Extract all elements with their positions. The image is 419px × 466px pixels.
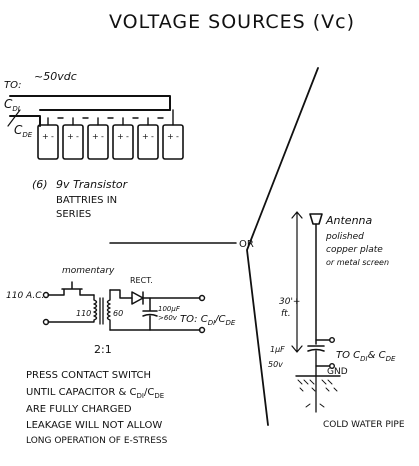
divider-line — [246, 67, 319, 426]
instruction-line-2: UNTIL CAPACITOR & CDI/CDE — [26, 387, 164, 400]
output-to-label: TO: CDI/CDE — [180, 314, 236, 327]
battery-cell-3: +- — [87, 124, 109, 160]
battery-desc-line3: SERIES — [56, 209, 91, 220]
svg-text:+: + — [167, 132, 174, 141]
antenna-plate-icon — [309, 213, 323, 225]
cap-value-label: 100µF — [158, 305, 181, 313]
antenna-label: Antenna — [325, 214, 373, 227]
secondary-top-wire — [109, 289, 133, 299]
or-label: OR — [239, 239, 254, 250]
plate-desc-line2: copper plate — [326, 245, 383, 255]
battery-connectors — [47, 109, 174, 126]
svg-text:+: + — [142, 132, 149, 141]
antenna-to-label: TO CDI& CDE — [336, 350, 396, 363]
antenna-cap-value: 1µF — [270, 345, 285, 354]
battery-target-bottom: CDE — [14, 123, 33, 139]
switch-label: momentary — [62, 266, 115, 276]
battery-cell-5: +- — [137, 124, 159, 160]
svg-text:-: - — [126, 132, 129, 141]
rectifier-diode-icon — [131, 291, 201, 305]
instruction-line-1: PRESS CONTACT SWITCH — [26, 370, 151, 381]
ground-line — [295, 365, 341, 377]
svg-text:-: - — [151, 132, 154, 141]
cap-voltage-label: >60v — [158, 314, 178, 322]
primary-label: 110 — [76, 309, 91, 318]
battery-cell-1: +- — [37, 124, 59, 160]
output-terminal-top — [198, 294, 206, 302]
battery-target-top: CDI — [4, 97, 20, 113]
svg-text:+: + — [42, 132, 49, 141]
height-label-2: ft. — [281, 309, 291, 319]
momentary-switch-icon — [47, 281, 95, 296]
svg-text:-: - — [76, 132, 79, 141]
pipe-clamp — [305, 403, 325, 408]
battery-voltage-label: ~50vdc — [34, 70, 77, 83]
rectifier-label: RECT. — [130, 276, 153, 285]
battery-section: TO: CDI CDE ~50vdc +- +- +- +- +- — [4, 70, 184, 220]
svg-text:+: + — [117, 132, 124, 141]
battery-to-label: TO: — [4, 80, 22, 91]
svg-text:+: + — [67, 132, 74, 141]
antenna-terminal-bottom — [329, 363, 336, 370]
battery-bottom-lead — [9, 115, 41, 127]
svg-text:-: - — [176, 132, 179, 141]
transformer-section: momentary RECT. 110 A.C. 110 60 100µF >6… — [6, 266, 236, 356]
output-terminal-bottom — [198, 326, 206, 334]
antenna-capacitor-icon — [307, 345, 325, 352]
plate-desc-line1: polished — [325, 232, 364, 242]
antenna-section: Antenna polished copper plate or metal s… — [268, 211, 405, 430]
battery-desc-line2: BATTRIES IN — [56, 195, 117, 206]
ratio-label: 2:1 — [94, 343, 112, 356]
svg-text:-: - — [51, 132, 54, 141]
plate-desc-line3: or metal screen — [326, 258, 389, 267]
instruction-line-5: LONG OPERATION OF E-STRESS — [26, 436, 168, 446]
gnd-label: GND — [327, 367, 348, 377]
page-title: VOLTAGE SOURCES (Vc) — [109, 11, 355, 33]
filter-capacitor-icon — [142, 297, 158, 331]
ground-hatch — [297, 379, 338, 392]
battery-count-label: (6) — [32, 178, 48, 191]
battery-cell-6: +- — [162, 124, 184, 160]
antenna-terminal-top — [329, 337, 336, 344]
battery-top-lead — [9, 95, 171, 111]
input-label: 110 A.C. — [6, 291, 44, 301]
antenna-out-wire-bottom — [315, 350, 331, 367]
secondary-coil-icon — [106, 289, 111, 331]
battery-cell-4: +- — [112, 124, 134, 160]
pipe-label: COLD WATER PIPE — [323, 420, 405, 430]
battery-cell-2: +- — [62, 124, 84, 160]
instructions-block: PRESS CONTACT SWITCH UNTIL CAPACITOR & C… — [26, 370, 168, 446]
antenna-cap-voltage: 50v — [268, 360, 283, 369]
battery-target-slash — [7, 109, 21, 127]
secondary-label: 60 — [113, 309, 123, 318]
instruction-line-3: ARE FULLY CHARGED — [26, 404, 132, 415]
svg-text:-: - — [101, 132, 104, 141]
svg-text:+: + — [92, 132, 99, 141]
primary-coil-icon — [47, 294, 98, 323]
instruction-line-4: LEAKAGE WILL NOT ALLOW — [26, 420, 162, 431]
battery-desc-line1: 9v Transistor — [56, 178, 129, 191]
height-arrow — [291, 211, 303, 353]
height-label-1: 30'+ — [279, 297, 300, 307]
